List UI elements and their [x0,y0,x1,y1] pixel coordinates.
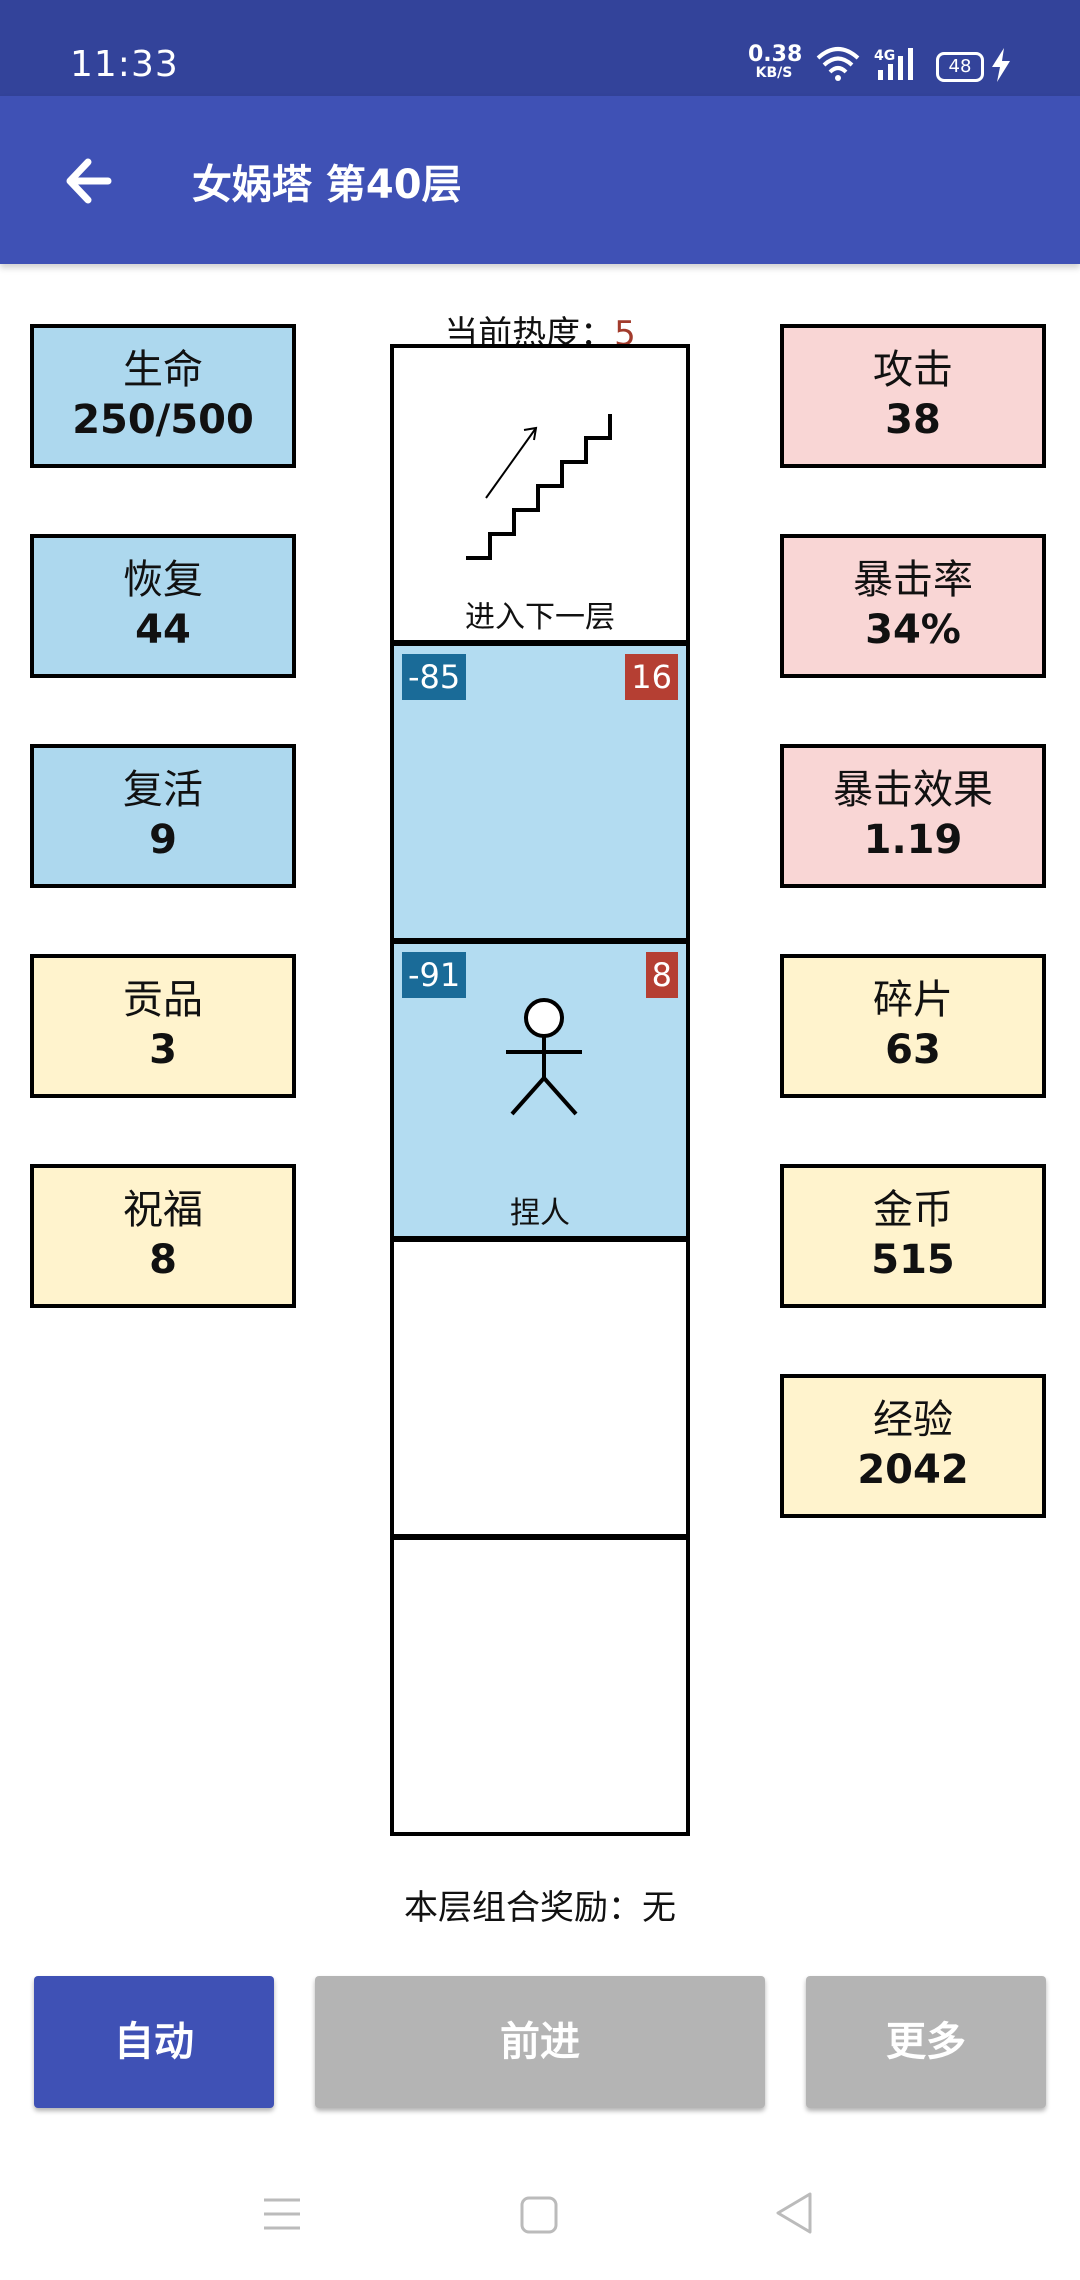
tower-column: 进入下一层 -85 16 -91 8 捏人 [390,344,690,1844]
room-name: 捏人 [510,1196,570,1231]
stat-value: 2042 [857,1447,969,1493]
stat-value: 8 [149,1237,177,1283]
stairs-cell[interactable]: 进入下一层 [390,344,690,644]
room-left-badge: -85 [402,654,467,700]
home-icon[interactable] [520,2196,558,2234]
stat-card-revive: 复活 9 [30,744,296,888]
stat-card-exp: 经验 2042 [780,1374,1046,1518]
cell-signal-icon: 4G [874,48,913,80]
stat-label: 生命 [123,347,203,393]
room-left-badge: -91 [402,952,467,998]
stat-label: 碎片 [873,977,953,1023]
auto-button[interactable]: 自动 [34,1976,274,2108]
stat-value: 3 [149,1027,177,1073]
stat-value: 44 [135,607,191,653]
stat-value: 38 [885,397,941,443]
stat-card-blessing: 祝福 8 [30,1164,296,1308]
stat-card-hp: 生命 250/500 [30,324,296,468]
status-time: 11:33 [70,44,179,85]
stairs-label: 进入下一层 [465,600,615,635]
status-bar: 11:33 0.38 KB/S 4G 48 [0,0,1080,96]
battery-icon: 48 [936,52,984,82]
stat-card-crit-rate: 暴击率 34% [780,534,1046,678]
stat-label: 攻击 [873,347,953,393]
stat-label: 复活 [123,767,203,813]
stat-label: 暴击率 [853,557,973,603]
stat-label: 祝福 [123,1187,203,1233]
network-speed: 0.38 KB/S [748,42,803,82]
stick-figure-icon [506,998,582,1116]
stat-card-crit-effect: 暴击效果 1.19 [780,744,1046,888]
back-triangle-icon[interactable] [774,2190,814,2236]
stat-value: 34% [865,607,961,653]
stat-label: 暴击效果 [833,767,993,813]
arrow-left-icon[interactable] [58,146,128,216]
charging-icon [992,48,1010,82]
more-button[interactable]: 更多 [806,1976,1046,2108]
stat-card-offering: 贡品 3 [30,954,296,1098]
stat-label: 恢复 [123,557,203,603]
room-right-badge: 16 [625,654,678,700]
room-cell-1[interactable]: -85 16 [390,642,690,942]
page-title: 女娲塔 第40层 [192,162,462,208]
stat-card-gold: 金币 515 [780,1164,1046,1308]
stat-value: 515 [871,1237,955,1283]
room-cell-empty[interactable] [390,1536,690,1836]
stat-card-fragments: 碎片 63 [780,954,1046,1098]
stat-value: 9 [149,817,177,863]
wifi-icon [816,47,860,81]
menu-icon[interactable] [262,2196,302,2232]
stat-value: 250/500 [72,397,254,443]
room-cell-2[interactable]: -91 8 捏人 [390,940,690,1240]
combo-reward: 本层组合奖励：无 [404,1888,676,1928]
advance-button[interactable]: 前进 [315,1976,765,2108]
stat-value: 1.19 [863,817,963,863]
svg-text:4G: 4G [874,48,895,64]
stat-label: 金币 [873,1187,953,1233]
room-right-badge: 8 [645,952,678,998]
room-cell-empty[interactable] [390,1238,690,1538]
stairs-icon [466,414,612,560]
stat-card-regen: 恢复 44 [30,534,296,678]
stat-card-attack: 攻击 38 [780,324,1046,468]
stat-value: 63 [885,1027,941,1073]
stat-label: 经验 [873,1397,953,1443]
app-bar: 女娲塔 第40层 [0,96,1080,264]
stat-label: 贡品 [123,977,203,1023]
